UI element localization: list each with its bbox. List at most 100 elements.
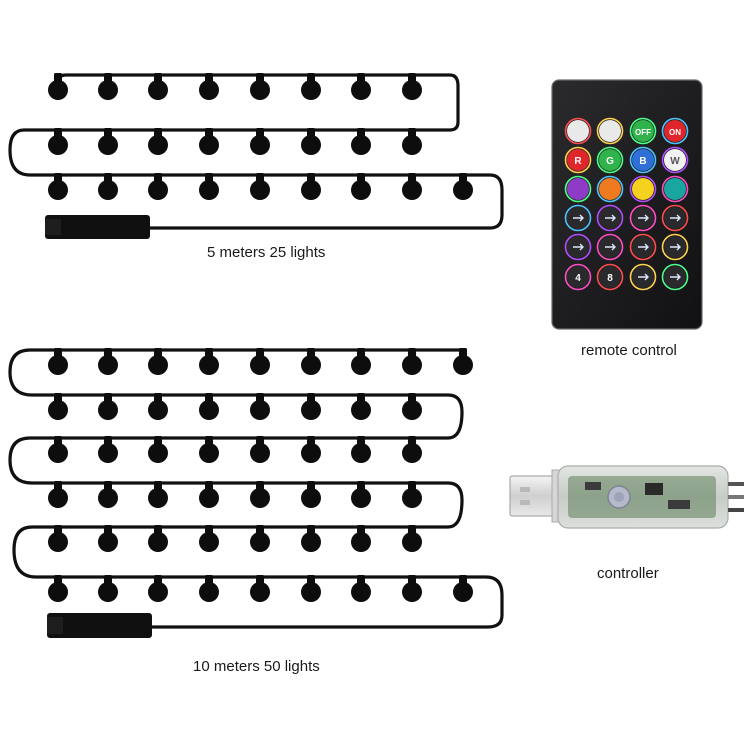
light-bulb [351,73,371,100]
light-bulb [250,73,270,100]
light-bulb [250,436,270,463]
light-bulb [48,348,68,375]
remote-button-label: B [639,156,646,167]
light-bulb [48,73,68,100]
light-bulb [301,173,321,200]
remote-button [629,204,657,232]
remote-button-label: OFF [635,128,651,137]
remote-button: 8 [596,263,624,291]
light-bulb [98,73,118,100]
arrow-icon [573,243,584,251]
light-bulb [250,348,270,375]
usb-controller [509,465,744,529]
light-bulb [148,525,168,552]
light-bulb [301,393,321,420]
light-bulb [199,128,219,155]
remote-button-label: G [606,156,614,167]
remote-button [661,175,689,203]
light-bulb [301,348,321,375]
light-bulb [98,128,118,155]
light-bulb [148,128,168,155]
light-bulb [48,436,68,463]
light-bulb [351,575,371,602]
light-bulb [453,575,473,602]
remote-button: B [629,146,657,174]
light-bulb [98,348,118,375]
arrow-icon [670,243,681,251]
remote-button [564,175,592,203]
remote-button [629,175,657,203]
light-bulb [48,525,68,552]
remote-button [564,204,592,232]
light-bulb [148,481,168,508]
light-bulb [98,481,118,508]
remote-button [564,117,592,145]
light-bulb [402,393,422,420]
light-bulb [98,393,118,420]
light-bulb [199,525,219,552]
light-bulb [301,481,321,508]
light-bulb [402,128,422,155]
light-bulb [250,393,270,420]
light-bulb [402,436,422,463]
light-bulb [98,575,118,602]
arrow-icon [605,214,616,222]
light-bulb [98,173,118,200]
remote-button [596,204,624,232]
light-bulb [351,481,371,508]
light-bulb [98,525,118,552]
remote-button [596,233,624,261]
remote-button: 4 [564,263,592,291]
long-string-wire [8,348,504,629]
light-bulb [48,173,68,200]
remote-button: R [564,146,592,174]
remote-button [596,175,624,203]
light-bulb [148,173,168,200]
light-bulb [250,128,270,155]
light-bulb [402,173,422,200]
remote-button: ON [661,117,689,145]
light-bulb [199,393,219,420]
light-bulb [98,436,118,463]
light-bulb [199,436,219,463]
light-bulb [250,173,270,200]
remote-button-label: 8 [607,273,613,284]
light-bulb [301,436,321,463]
arrow-icon [605,243,616,251]
remote-button [629,263,657,291]
light-bulb [48,128,68,155]
remote-button-label: R [574,156,582,167]
arrow-icon [670,273,681,281]
light-bulb [250,575,270,602]
remote-button-label: W [670,156,680,167]
remote-button [661,263,689,291]
light-bulb [48,393,68,420]
remote-button: W [661,146,689,174]
remote-button [661,233,689,261]
remote-button [596,117,624,145]
light-bulb [148,348,168,375]
light-bulb [199,348,219,375]
long-string-bulbs [48,348,473,602]
arrow-icon [670,214,681,222]
short-string-wire [8,73,504,230]
remote-button-label: ON [669,128,681,137]
short-string-caption: 5 meters 25 lights [207,244,326,261]
light-bulb [351,348,371,375]
light-bulb [402,525,422,552]
remote-button: OFF [629,117,657,145]
light-bulb [48,481,68,508]
light-bulb [402,481,422,508]
light-bulb [199,481,219,508]
remote-button: G [596,146,624,174]
light-bulb [351,173,371,200]
remote-control: OFF ON R G B W 4 8 [551,79,703,330]
arrow-icon [638,273,649,281]
light-bulb [148,73,168,100]
light-bulb [402,73,422,100]
light-bulb [453,348,473,375]
light-bulb [301,128,321,155]
light-bulb [199,173,219,200]
light-bulb [148,393,168,420]
